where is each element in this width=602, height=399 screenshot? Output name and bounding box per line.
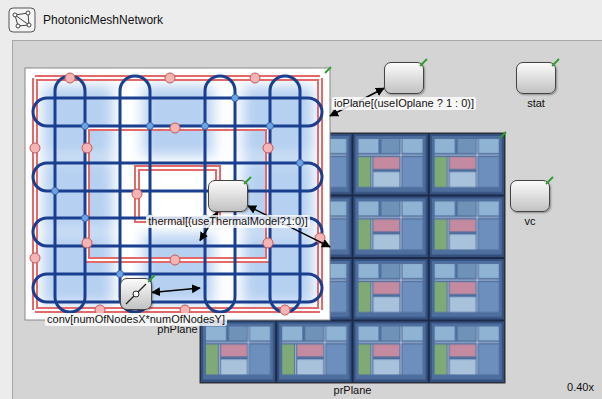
submodule-icon: conv[numOfNodesX*numOfNodesY] [45,278,227,326]
module-label: vc [523,215,538,228]
module-label: stat [525,97,547,110]
network-icon [8,7,36,33]
submodule-icon: stat [516,62,556,110]
status-mark [419,58,428,67]
gate-connection [152,288,200,293]
module-label: conv[numOfNodesX*numOfNodesY] [45,313,227,326]
status-mark [551,58,560,67]
converter-symbol [121,279,151,309]
plane-module: phPlane [25,68,330,336]
module-icon [516,62,556,94]
module-icon [384,62,424,94]
module-icon [120,278,152,310]
module-label: ioPlane[(useIOplane ? 1 : 0)] [332,97,476,110]
status-mark [545,176,554,185]
submodule-icon: ioPlane[(useIOplane ? 1 : 0)] [332,62,477,110]
title-bar: PhotonicMeshNetwork [8,6,163,34]
module-icon [510,180,550,212]
module-label: prPlane [332,384,374,397]
module-label: thermal[(useThermalModel?1:0)] [146,215,310,228]
plane-module: prPlane [200,133,505,397]
network-title: PhotonicMeshNetwork [43,13,163,27]
zoom-factor: 0.40x [567,381,594,394]
module-icon [208,180,248,212]
submodule-icon: vc [510,180,550,228]
photonic-plane-image [25,67,331,320]
plane-area [200,133,505,383]
status-mark [147,274,156,283]
submodule-icon: thermal[(useThermalModel?1:0)] [146,180,310,228]
status-mark [243,176,252,185]
plane-area [25,68,330,320]
